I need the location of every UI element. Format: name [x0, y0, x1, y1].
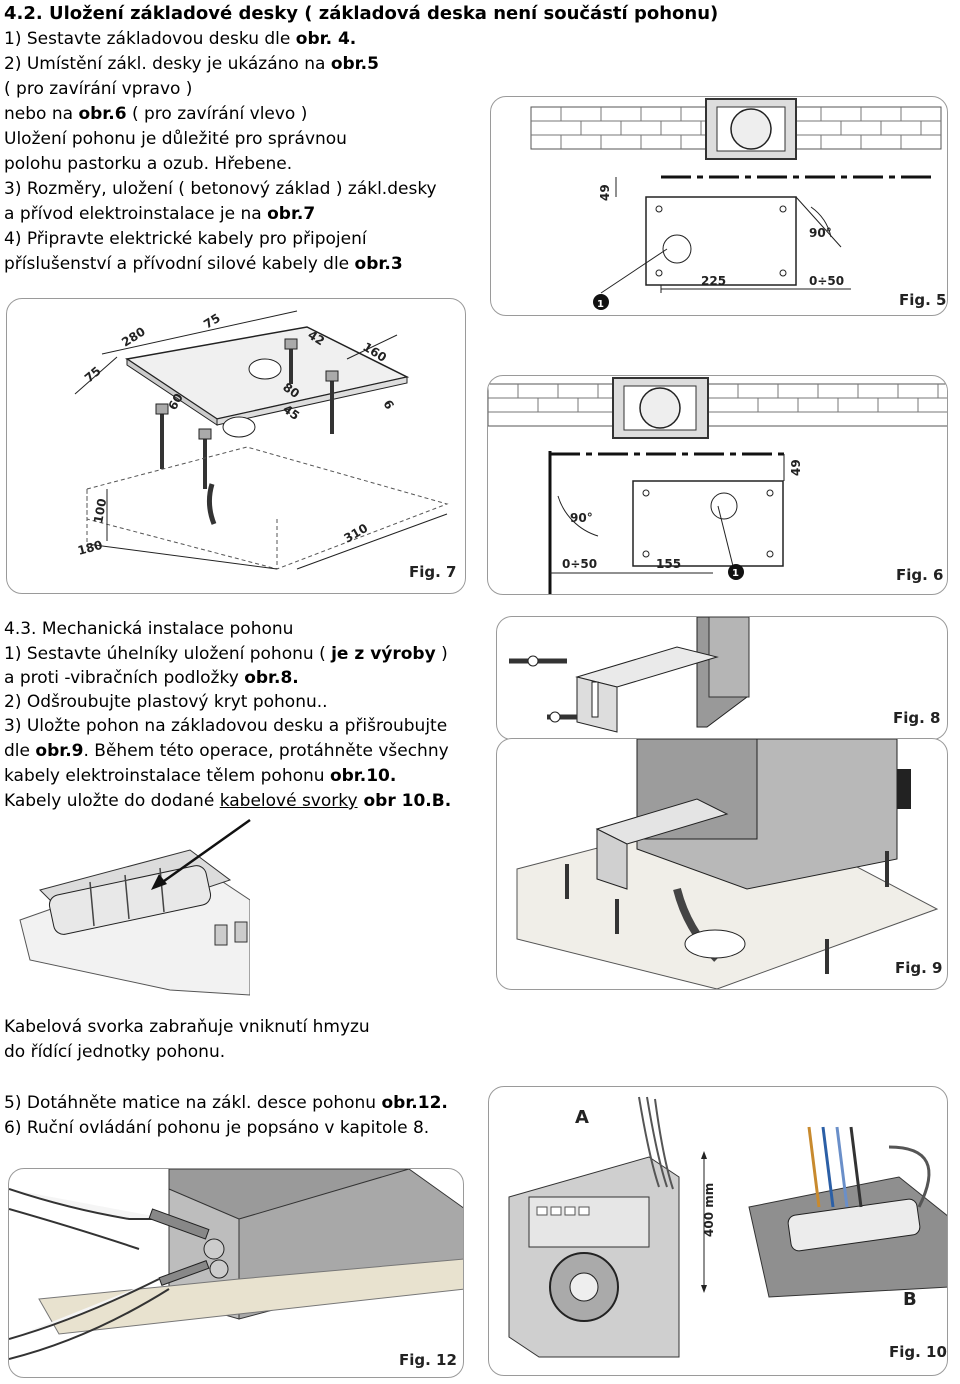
figure-9-drawing: [516, 739, 939, 989]
figure-reference: obr.10.: [329, 766, 397, 786]
text-line: dle obr.9. Během této operace, protáhnět…: [4, 739, 449, 763]
callout-b: B: [903, 1289, 917, 1310]
text: a proti -vibračních podložky: [4, 668, 245, 688]
dimension-label: 6: [380, 398, 396, 412]
dimension-label: 280: [119, 324, 148, 349]
dimension-label: 225: [701, 274, 726, 288]
cable-clamp-illustration: [19, 849, 250, 996]
text: 1) Sestavte úhelníky uložení pohonu (: [4, 644, 332, 664]
dimension-label: 400 mm: [702, 1183, 716, 1237]
text: 2) Umístění zákl. desky je ukázáno na: [4, 54, 331, 74]
text-line: 1) Sestavte úhelníky uložení pohonu ( je…: [4, 642, 448, 666]
callout-a: A: [575, 1107, 589, 1128]
text: . Během této operace, protáhněte všechny: [83, 741, 449, 761]
dimension-label: 49: [789, 459, 803, 476]
figure-reference: obr.9: [35, 741, 84, 761]
dimension-label: 49: [598, 184, 612, 201]
figure-12: Fig. 12: [8, 1168, 464, 1378]
clamp-note-line: Kabelová svorka zabraňuje vniknutí hmyzu: [4, 1017, 370, 1037]
text: 5) Dotáhněte matice na zákl. desce pohon…: [4, 1093, 382, 1113]
figure-8: Fig. 8: [496, 616, 948, 740]
text: ( pro zavírání vlevo ): [126, 104, 308, 124]
figure-label: Fig. 7: [409, 563, 457, 581]
figure-reference: obr 10.B.: [357, 791, 452, 811]
figure-label: Fig. 5: [899, 291, 947, 309]
clamp-note-line: do řídící jednotky pohonu.: [4, 1042, 226, 1062]
text-line: 3) Rozměry, uložení ( betonový základ ) …: [4, 179, 437, 199]
figure-9: Fig. 9: [496, 738, 948, 990]
text-line: ( pro zavírání vpravo ): [4, 79, 193, 99]
figure-reference: obr.3: [354, 254, 403, 274]
pointer-arrow: [151, 818, 251, 890]
figure-6-drawing: 1 49 90° 0÷50 155: [488, 377, 947, 594]
text-line: 2) Umístění zákl. desky je ukázáno na ob…: [4, 52, 379, 76]
figure-label: Fig. 6: [896, 566, 944, 584]
text-line: příslušenství a přívodní silové kabely d…: [4, 252, 403, 276]
text-line: 5) Dotáhněte matice na zákl. desce pohon…: [4, 1091, 448, 1115]
dimension-label: 0÷50: [809, 274, 844, 288]
text: 1) Sestavte základovou desku dle: [4, 29, 296, 49]
figure-reference: obr.12.: [381, 1093, 448, 1113]
dimension-label: 180: [76, 538, 104, 558]
dimension-label: 0÷50: [562, 557, 597, 571]
dimension-label: 90°: [809, 226, 832, 240]
dimension-label: 90°: [570, 511, 593, 525]
dimension-label: 100: [91, 497, 109, 524]
figure-10: 400 mm A B Fig. 10: [488, 1086, 948, 1376]
text-line: kabely elektroinstalace tělem pohonu obr…: [4, 764, 396, 788]
marker-label: 1: [732, 568, 739, 579]
text: příslušenství a přívodní silové kabely d…: [4, 254, 355, 274]
figure-6: 1 49 90° 0÷50 155 Fig. 6: [487, 375, 948, 595]
text: ): [435, 644, 448, 664]
section-heading-4-2: 4.2. Uložení základové desky ( základová…: [4, 3, 719, 24]
text-line: 4) Připravte elektrické kabely pro připo…: [4, 229, 367, 249]
text-line: a proti -vibračních podložky obr.8.: [4, 666, 299, 690]
figure-label: Fig. 8: [893, 709, 941, 727]
text-line: polohu pastorku a ozub. Hřebene.: [4, 154, 293, 174]
text-line: 2) Odšroubujte plastový kryt pohonu..: [4, 692, 328, 712]
figure-reference: obr.6: [78, 104, 127, 124]
figure-reference: obr.5: [330, 54, 379, 74]
text-line: Uložení pohonu je důležité pro správnou: [4, 129, 347, 149]
figure-8-drawing: [509, 617, 750, 733]
text-line: a přívod elektroinstalace je na obr.7: [4, 202, 315, 226]
figure-10-drawing: 400 mm: [508, 1096, 947, 1358]
figure-5-drawing: 1 49 90° 225 0÷50: [530, 98, 942, 310]
text-line: Kabely uložte do dodané kabelové svorky …: [4, 789, 451, 813]
emphasis: je z výroby: [331, 644, 436, 664]
figure-7: 280 75 42 160 75 60 80 45 6 100 180 310 …: [6, 298, 466, 594]
text: a přívod elektroinstalace je na: [4, 204, 268, 224]
marker-label: 1: [597, 299, 604, 310]
figure-5: 1 49 90° 225 0÷50 Fig. 5: [490, 96, 948, 316]
dimension-label: 75: [82, 364, 104, 385]
underlined-term: kabelové svorky: [219, 791, 358, 811]
text-line: 1) Sestavte základovou desku dle obr. 4.: [4, 27, 356, 51]
text: nebo na: [4, 104, 79, 124]
section-heading-4-3: 4.3. Mechanická instalace pohonu: [4, 619, 294, 639]
text-line: 3) Uložte pohon na základovou desku a př…: [4, 716, 448, 736]
figure-7-drawing: 280 75 42 160 75 60 80 45 6 100 180 310: [74, 310, 449, 570]
figure-label: Fig. 9: [895, 959, 943, 977]
text: Kabely uložte do dodané: [4, 791, 220, 811]
figure-12-drawing: [9, 1169, 463, 1360]
dimension-label: 310: [342, 521, 371, 546]
text-line: 6) Ruční ovládání pohonu je popsáno v ka…: [4, 1118, 430, 1138]
figure-reference: obr. 4.: [295, 29, 357, 49]
dimension-label: 155: [656, 557, 681, 571]
text: dle: [4, 741, 36, 761]
figure-reference: obr.8.: [244, 668, 299, 688]
figure-reference: obr.7: [267, 204, 316, 224]
figure-label: Fig. 12: [399, 1351, 457, 1369]
text-line: nebo na obr.6 ( pro zavírání vlevo ): [4, 102, 307, 126]
figure-label: Fig. 10: [889, 1343, 947, 1361]
text: kabely elektroinstalace tělem pohonu: [4, 766, 330, 786]
